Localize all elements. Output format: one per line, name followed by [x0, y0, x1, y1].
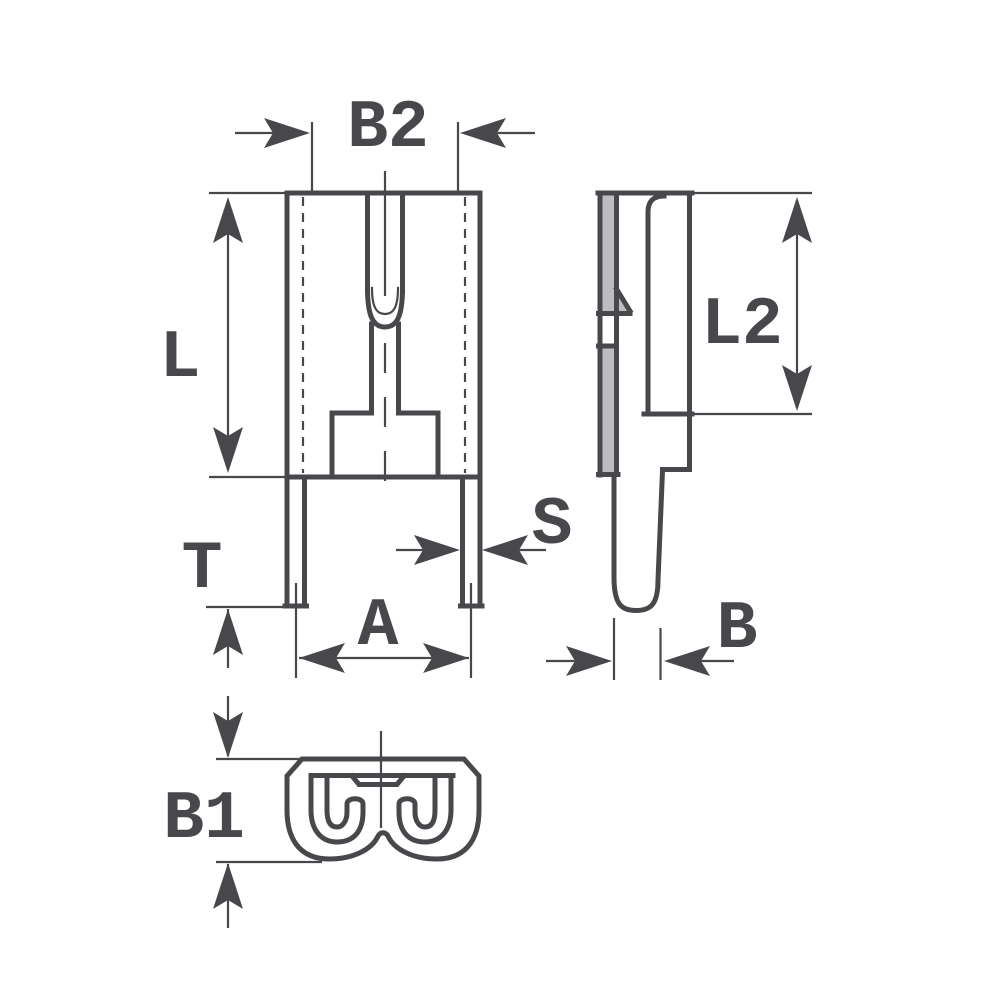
section-roll-left	[308, 774, 366, 845]
slot-inner-curve	[370, 286, 400, 316]
dim-label-l: L	[160, 320, 201, 397]
front-view	[282, 190, 485, 609]
side-view	[595, 190, 695, 614]
body-outline	[284, 190, 483, 480]
dimension-lines	[206, 122, 812, 928]
spring-left-edge	[645, 193, 667, 416]
dim-label-a: A	[358, 588, 399, 665]
dim-label-b2: B2	[347, 90, 429, 167]
dim-label-b: B	[717, 591, 758, 668]
metal-strip-lower	[602, 348, 615, 472]
section-dimple	[348, 772, 408, 787]
section-outer-outline	[284, 756, 482, 862]
dim-label-t: T	[182, 531, 223, 608]
lance-diagonal	[613, 285, 634, 315]
front-view-construction	[294, 171, 473, 678]
dim-label-s: S	[532, 487, 573, 564]
pedestal-left	[329, 410, 374, 477]
side-view-metal-fill	[602, 195, 628, 472]
pedestal-right	[396, 410, 441, 477]
dim-label-b1: B1	[163, 781, 245, 858]
section-roll-right	[396, 774, 454, 845]
metal-strip-upper	[602, 195, 628, 311]
tab-tongue	[611, 468, 666, 614]
section-view	[284, 756, 482, 862]
dimension-labels: B2 L L2 T S A B B1	[160, 90, 783, 858]
slot-bottom-curve	[364, 285, 406, 330]
dim-label-l2: L2	[701, 287, 783, 364]
